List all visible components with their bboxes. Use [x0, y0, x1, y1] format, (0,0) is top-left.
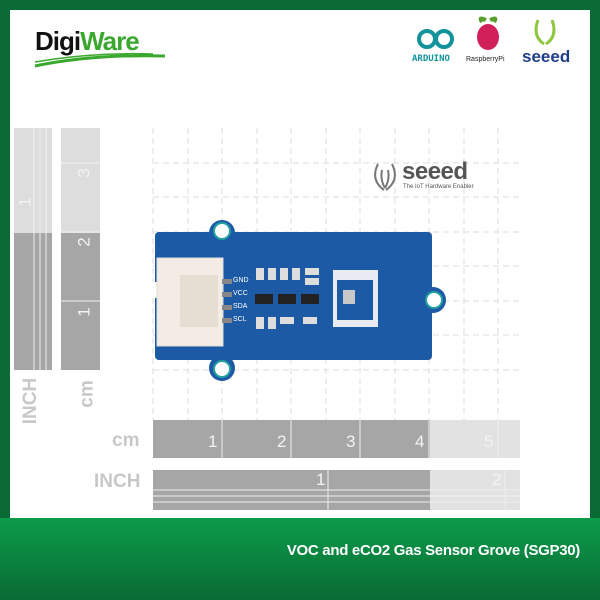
mount-hole	[425, 291, 443, 309]
inch-unit-label: INCH	[94, 471, 141, 492]
cm-unit-label: cm	[112, 430, 140, 451]
seeed-tagline: The IoT Hardware Enabler	[403, 184, 474, 190]
vertical-cm-label-3: 3	[74, 168, 94, 178]
seeed-leaf-icon	[534, 19, 556, 46]
vertical-cm-label-1: 1	[74, 307, 94, 317]
inch-label-2: 2	[492, 470, 502, 489]
seeed-leaf-icon	[374, 163, 396, 191]
cm-label-3: 3	[346, 432, 356, 451]
raspberry-pi-icon	[477, 16, 499, 50]
raspberry-label: RaspberryPi	[466, 56, 505, 63]
footer-band	[0, 518, 600, 600]
brand-part2: Ware	[80, 26, 140, 56]
brand-part1: Digi	[35, 26, 81, 56]
pin-label-sda: SDA	[233, 303, 248, 310]
sensor-board	[147, 220, 446, 381]
pin-label-vcc: VCC	[233, 290, 248, 297]
pin-label-scl: SCL	[233, 316, 247, 323]
arduino-label: ARDUINO	[412, 54, 450, 64]
vertical-cm-unit-label: cm	[76, 380, 98, 408]
inch-label-1: 1	[316, 470, 326, 489]
horizontal-cm-ruler-light	[430, 420, 520, 458]
product-title: VOC and eCO2 Gas Sensor Grove (SGP30)	[286, 542, 580, 559]
cm-label-1: 1	[208, 432, 218, 451]
seeed-name: seeed	[402, 158, 468, 185]
seeed-watermark: seeed The IoT Hardware Enabler	[370, 158, 474, 197]
cm-label-4: 4	[415, 432, 425, 451]
cm-label-5: 5	[484, 432, 494, 451]
pin-label-gnd: GND	[233, 277, 249, 284]
sgp30-chip	[343, 290, 355, 304]
measurement-diagram	[14, 128, 520, 510]
partner-logos: ARDUINO RaspberryPi seeed	[412, 16, 572, 66]
brand-swoosh-icon	[34, 52, 166, 68]
arduino-icon	[417, 29, 454, 49]
vertical-cm-label-2: 2	[74, 237, 94, 247]
vertical-inch-label-1: 1	[15, 197, 35, 207]
vertical-inch-unit-label: INCH	[20, 377, 42, 425]
seeed-label: seeed	[522, 47, 571, 66]
mount-hole	[213, 360, 231, 378]
vertical-cm-ruler-light	[61, 128, 100, 233]
mount-hole	[213, 222, 231, 240]
digiware-logo: DigiWare	[35, 26, 140, 57]
cm-label-2: 2	[277, 432, 287, 451]
